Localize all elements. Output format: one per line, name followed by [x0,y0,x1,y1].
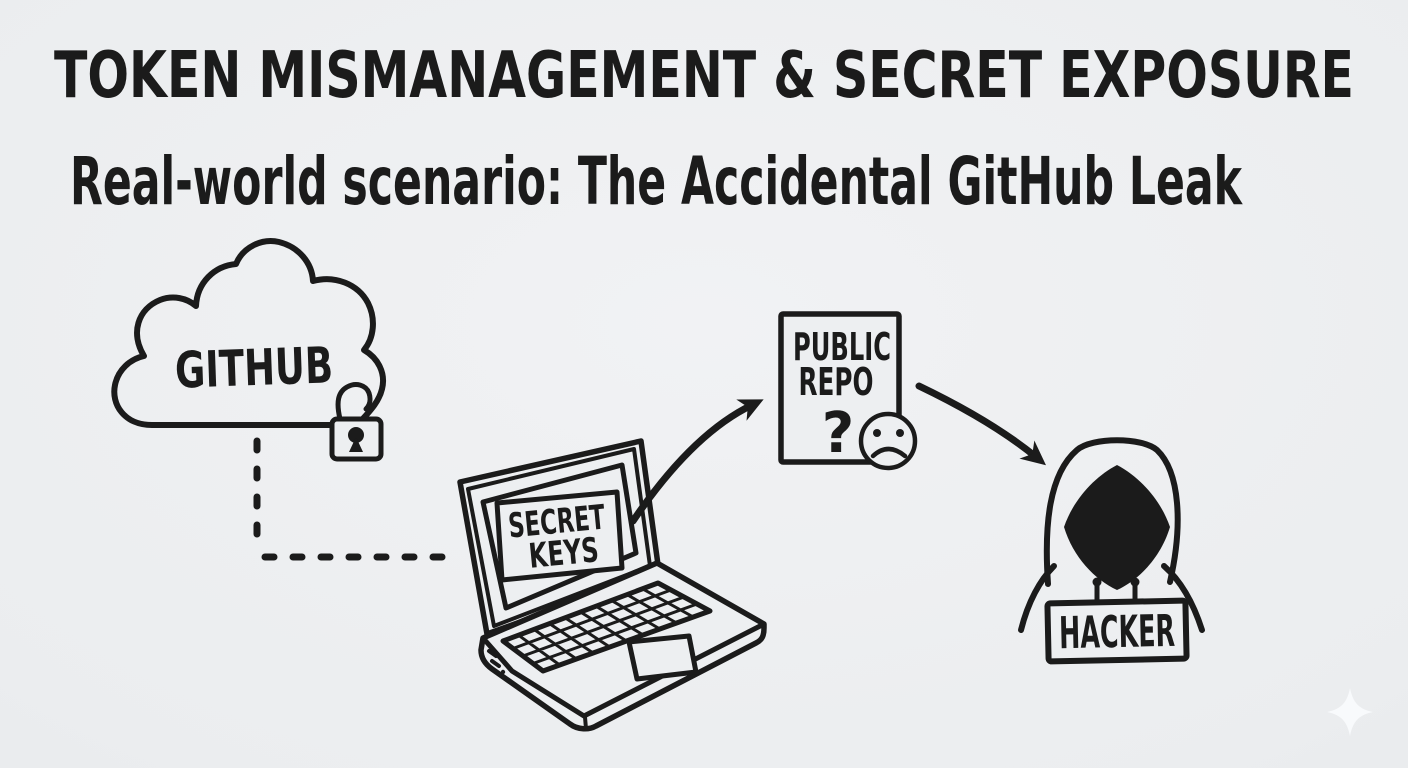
laptop-screen [480,462,639,611]
sad-face-head [858,411,918,471]
padlock-keyhole [348,427,364,443]
sad-face-eye-right [896,429,904,437]
laptop-base-foot [583,715,588,731]
laptop-trackpad [626,633,699,682]
sad-face-frown [870,446,908,459]
open-padlock-icon [329,382,384,462]
leak-arrow [915,382,1047,466]
sad-face-eye-left [873,429,881,437]
hacker-sign: HACKER [1044,597,1190,665]
secret-keys-frame [494,489,625,583]
padlock-shackle [335,382,373,422]
secret-keys-label-line1: SECRET [507,497,608,546]
upload-arrow [629,399,764,525]
sparkle-icon [1327,688,1373,736]
dashed-connector-line [253,437,457,561]
hacker-label: HACKER [1059,606,1176,659]
laptop-keyboard [500,580,713,674]
github-cloud: GITHUB [111,238,386,428]
padlock-keyhole-stem [349,437,363,452]
secret-keys-box: SECRET KEYS [494,489,625,583]
hacker-hood [1043,437,1181,587]
github-cloud-label: GITHUB [174,336,334,399]
public-repo-label-line2: REPO [799,360,874,404]
page-subtitle: Real-world scenario: The Accidental GitH… [70,143,1243,220]
page-title: TOKEN MISMANAGEMENT & SECRET EXPOSURE [54,39,1354,113]
laptop-icon: SECRET KEYS [457,438,767,732]
laptop-ports [487,649,506,675]
hacker-figure: HACKER [1018,437,1205,665]
hacker-sign-frame [1044,597,1190,665]
hacker-shoulder-left [1018,563,1057,633]
public-repo-doc: PUBLIC REPO ? [778,311,918,471]
hacker-shoulder-right [1161,563,1205,633]
cloud-outline [111,238,386,428]
hacker-face [1064,465,1170,590]
public-repo-label-line1: PUBLIC [793,325,891,369]
secret-keys-label-line2: KEYS [527,530,601,577]
question-mark: ? [822,401,854,466]
sad-face-icon [858,411,918,471]
